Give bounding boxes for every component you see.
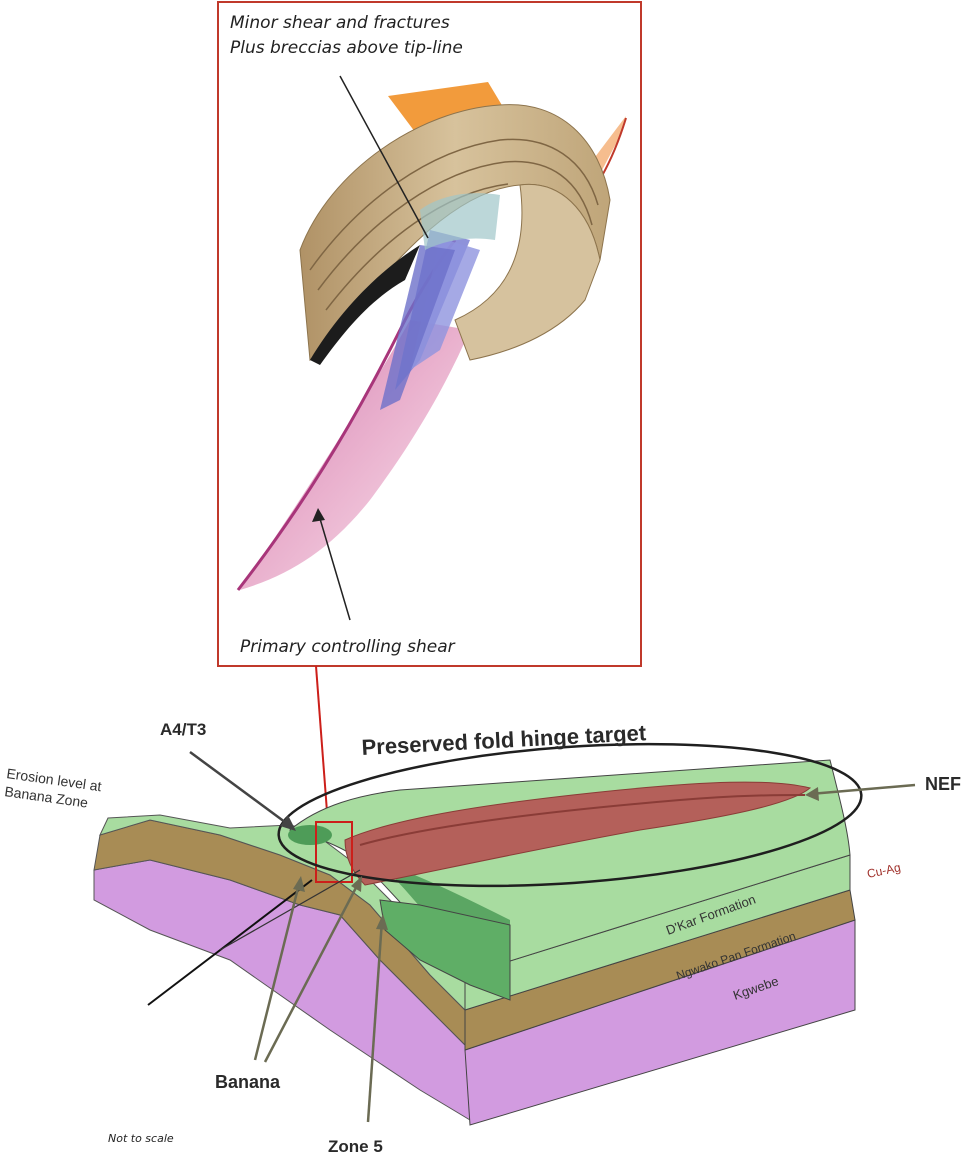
nef-arrow	[809, 783, 916, 796]
caption-top-line1: Minor shear and fractures	[230, 13, 450, 33]
arrows	[189, 750, 916, 1123]
section-line	[147, 879, 313, 1006]
block-diagram: Preserved fold hinge target A4/T3 Erosio…	[4, 720, 961, 1156]
zone5-arrowhead	[376, 914, 388, 930]
ore-body	[344, 781, 812, 886]
caption-bottom: Primary controlling shear	[240, 637, 456, 657]
inset-panel: Minor shear and fractures Plus breccias …	[217, 1, 642, 667]
fold-layer-line-2	[317, 160, 593, 291]
nef-arrowhead	[805, 787, 819, 801]
banana-arrowhead-2	[351, 876, 362, 892]
banana-arrow-1	[253, 879, 302, 1061]
label-cu-ag: Cu-Ag	[866, 860, 902, 881]
label-nef: NEF	[925, 774, 961, 794]
banana-arrow-2	[263, 879, 362, 1063]
banana-arrowhead-1	[293, 876, 305, 892]
a4t3-arrow	[189, 750, 294, 830]
caption-top-line2: Plus breccias above tip-line	[230, 38, 463, 58]
leader-top	[339, 75, 429, 239]
target-ellipse	[277, 742, 863, 888]
label-banana: Banana	[215, 1072, 281, 1092]
a4t3-zone	[288, 825, 332, 845]
a4t3-arrowhead	[280, 815, 296, 831]
fracture-2	[410, 238, 480, 370]
fracture-3	[380, 245, 455, 410]
fold-core-dark	[310, 245, 420, 365]
leader-bottom	[317, 511, 351, 621]
anticline-fold	[299, 104, 611, 365]
fold-layer-line-3	[325, 183, 509, 311]
fracture-fan	[380, 230, 480, 410]
fold-layer-line-1	[309, 138, 599, 271]
fold-breccia	[420, 193, 500, 250]
zone5-arrow	[366, 919, 384, 1123]
section-line-2	[219, 869, 361, 951]
label-a4t3: A4/T3	[160, 720, 206, 739]
ore-body-highlight	[359, 794, 806, 846]
fold-side-green	[379, 899, 511, 1001]
label-not-to-scale: Not to scale	[108, 1132, 174, 1145]
leader-bottom-arrowhead	[312, 508, 325, 522]
primary-shear-surface	[240, 320, 470, 590]
fold-front-face	[454, 183, 601, 361]
label-zone5: Zone 5	[328, 1137, 383, 1156]
inset-callout-box	[315, 821, 353, 883]
inset-connector-line	[315, 665, 329, 826]
